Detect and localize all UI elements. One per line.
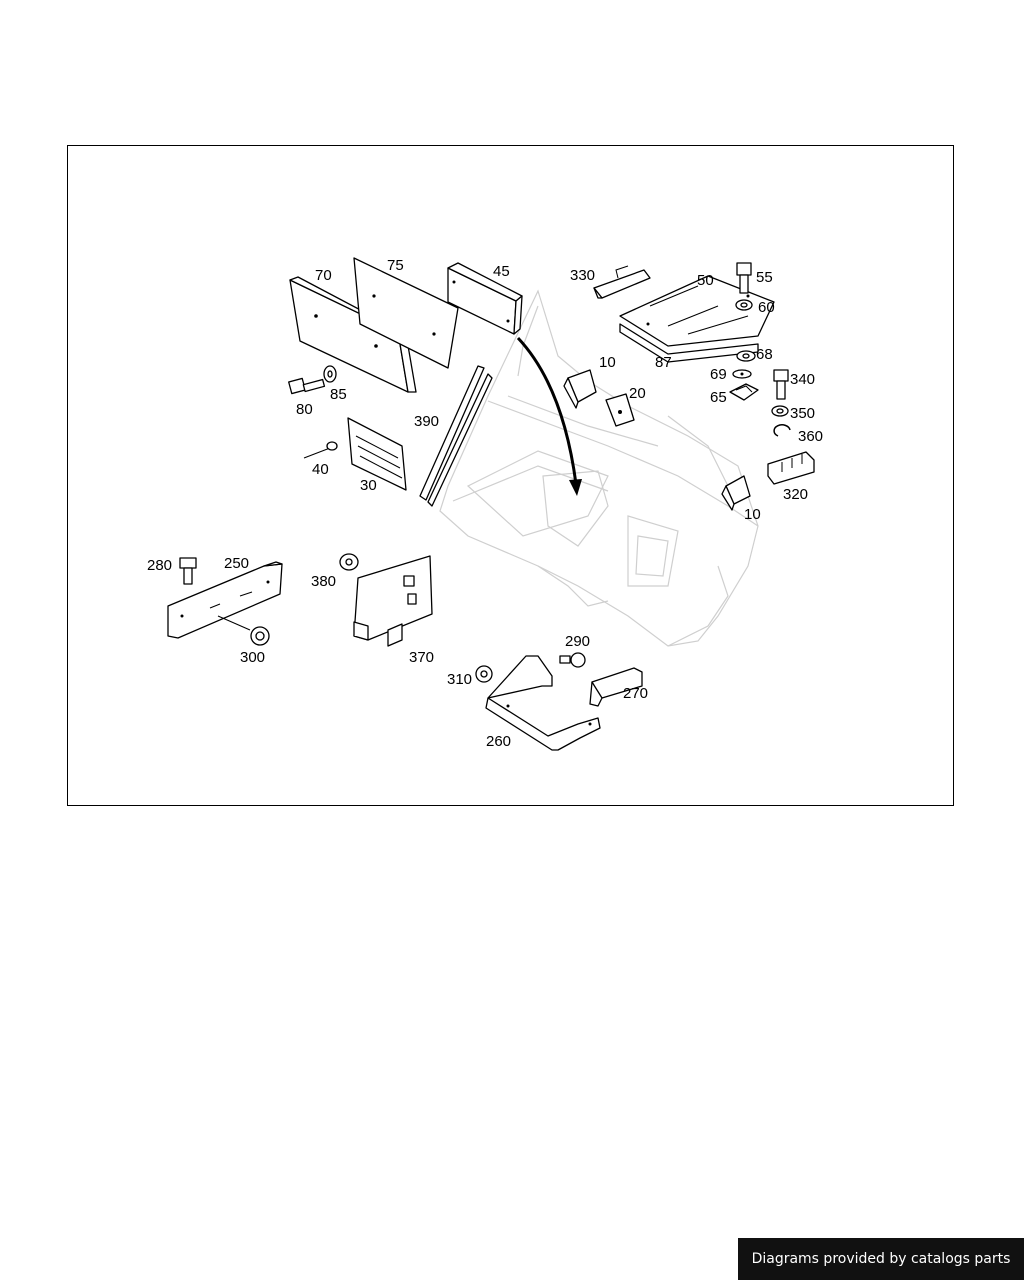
part-40-pin — [303, 441, 338, 459]
part-85-washer — [323, 365, 337, 383]
label-87: 87 — [655, 354, 672, 371]
label-10-lower: 10 — [744, 506, 761, 523]
part-20-clip — [605, 393, 635, 427]
part-380-washer — [339, 553, 359, 571]
part-290-bolt — [559, 652, 586, 668]
part-68-washer — [736, 350, 756, 362]
label-250: 250 — [224, 555, 249, 572]
label-380: 380 — [311, 573, 336, 590]
label-69: 69 — [710, 366, 727, 383]
part-65-clip-nut — [729, 383, 759, 401]
exploded-parts-diagram: 70 75 45 330 50 55 60 87 68 10 69 340 65… — [147, 257, 823, 751]
part-50-cover-panel — [619, 275, 775, 363]
part-250-bracket — [167, 561, 283, 639]
label-350: 350 — [790, 405, 815, 422]
label-370: 370 — [409, 649, 434, 666]
parts-diagram-frame: 70 75 45 330 50 55 60 87 68 10 69 340 65… — [67, 145, 954, 806]
label-310: 310 — [447, 671, 472, 688]
label-70: 70 — [315, 267, 332, 284]
part-80-bolt — [288, 377, 326, 395]
label-260: 260 — [486, 733, 511, 750]
part-390-strip — [419, 365, 493, 507]
part-270-bracket — [589, 667, 643, 707]
label-75: 75 — [387, 257, 404, 274]
label-280: 280 — [147, 557, 172, 574]
part-69-washer — [732, 369, 752, 379]
label-45: 45 — [493, 263, 510, 280]
part-370-bracket-plate — [353, 555, 433, 647]
part-260-bracket — [485, 655, 601, 751]
label-10-upper: 10 — [599, 354, 616, 371]
label-270: 270 — [623, 685, 648, 702]
label-360: 360 — [798, 428, 823, 445]
part-labels: 70 75 45 330 50 55 60 87 68 10 69 340 65… — [147, 257, 823, 750]
part-340-bolt — [773, 369, 789, 400]
install-arrow — [516, 336, 582, 496]
label-50: 50 — [697, 272, 714, 289]
label-320: 320 — [783, 486, 808, 503]
label-300: 300 — [240, 649, 265, 666]
part-280-bolt — [179, 557, 197, 585]
label-80: 80 — [296, 401, 313, 418]
part-75-plate — [353, 257, 459, 369]
part-320-bracket — [767, 451, 815, 485]
part-300-nut — [217, 615, 270, 646]
part-30-grille-plate — [347, 417, 407, 491]
label-55: 55 — [756, 269, 773, 286]
part-350-washer — [771, 405, 789, 417]
part-10-bracket-upper — [563, 369, 597, 409]
label-20: 20 — [629, 385, 646, 402]
label-40: 40 — [312, 461, 329, 478]
label-340: 340 — [790, 371, 815, 388]
part-10-bracket-lower — [721, 475, 751, 511]
label-330: 330 — [570, 267, 595, 284]
label-290: 290 — [565, 633, 590, 650]
part-360-circlip — [773, 424, 791, 437]
part-330-bracket — [593, 265, 651, 299]
footer-credit: Diagrams provided by catalogs parts — [738, 1238, 1024, 1280]
part-55-bolt — [736, 262, 752, 294]
vehicle-body-outline — [439, 289, 759, 647]
label-60: 60 — [758, 299, 775, 316]
part-310-nut — [475, 665, 493, 683]
part-60-washer — [735, 299, 753, 311]
label-390: 390 — [414, 413, 439, 430]
label-68: 68 — [756, 346, 773, 363]
label-85: 85 — [330, 386, 347, 403]
label-65: 65 — [710, 389, 727, 406]
part-45-control-unit — [447, 262, 523, 335]
label-30: 30 — [360, 477, 377, 494]
